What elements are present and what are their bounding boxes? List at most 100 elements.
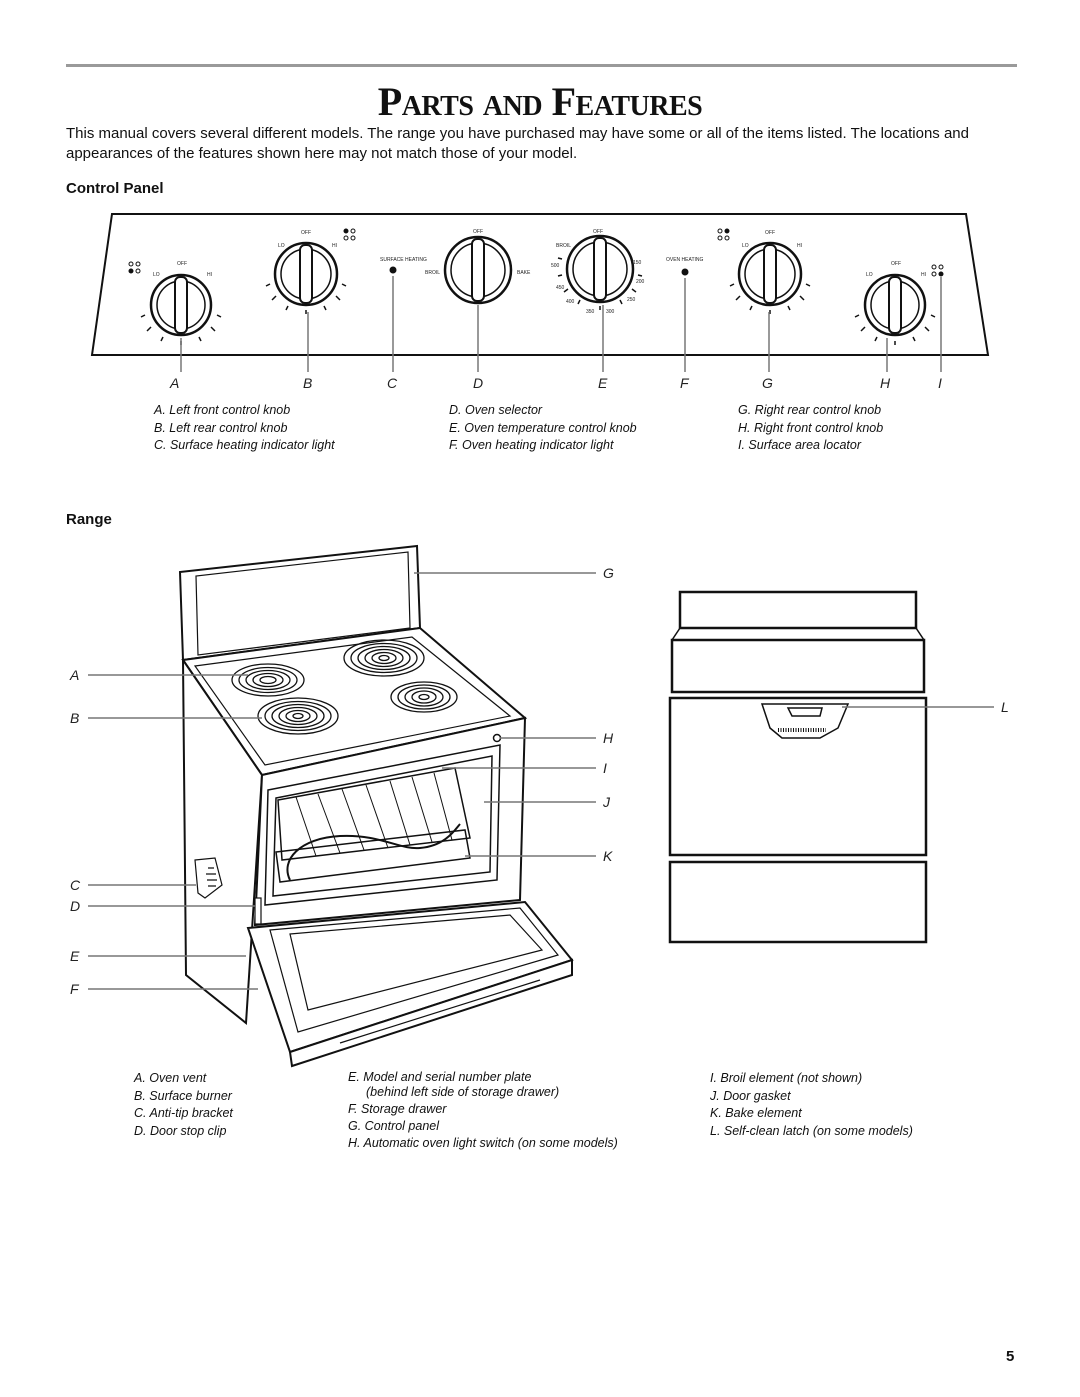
door-stop-clip: [254, 897, 262, 925]
caption-c: C. Surface heating indicator light: [154, 438, 335, 452]
caption-a: A. Left front control knob: [154, 403, 291, 417]
caption-f: F. Oven heating indicator light: [449, 438, 614, 452]
dial-lo-b: LO: [278, 243, 285, 249]
r-letter-f: F: [70, 981, 80, 997]
intro-paragraph: This manual covers several different mod…: [66, 125, 969, 162]
oven-cavity: [264, 744, 501, 906]
range-front-view: [668, 590, 928, 944]
range-captions-col1: A. Oven vent B. Surface burner C. Anti-t…: [134, 1070, 233, 1140]
caption-broil-element: I. Broil element (not shown): [710, 1071, 863, 1085]
self-clean-latch: [760, 703, 850, 739]
caption-g: G. Right rear control knob: [738, 403, 882, 417]
caption-b: B. Left rear control knob: [154, 420, 288, 435]
surface-burners: [231, 639, 458, 735]
temp-400: 400: [566, 299, 575, 305]
control-panel-heading: Control Panel: [66, 180, 164, 197]
cp-letter-a: A: [169, 375, 179, 391]
caption-door-stop: D. Door stop clip: [134, 1123, 227, 1138]
cp-letter-f: F: [680, 375, 690, 391]
caption-storage-drawer: F. Storage drawer: [348, 1102, 447, 1116]
range-heading: Range: [66, 511, 112, 528]
caption-h: H. Right front control knob: [738, 420, 884, 435]
range-body: [178, 544, 528, 1025]
r-letter-l: L: [1001, 699, 1009, 715]
knob-left-rear: [273, 241, 339, 307]
cp-letter-b: B: [303, 375, 312, 391]
r-letter-k: K: [603, 848, 613, 864]
knob-oven-selector: [443, 235, 513, 305]
cp-letter-d: D: [473, 375, 483, 391]
anti-tip-bracket: [194, 857, 223, 899]
dial-off-a: OFF: [177, 261, 187, 267]
dial-broil-d: BROIL: [425, 270, 440, 276]
cp-captions-col1: A. Left front control knob B. Left rear …: [154, 402, 335, 455]
dial-bake-d: BAKE: [517, 270, 531, 276]
cp-letter-c: C: [387, 375, 398, 391]
r-letter-g: G: [603, 565, 614, 581]
caption-anti-tip: C. Anti-tip bracket: [134, 1106, 233, 1120]
caption-surface-burner: B. Surface burner: [134, 1088, 232, 1103]
caption-oven-vent: A. Oven vent: [134, 1071, 207, 1085]
knob-oven-temp: [565, 234, 635, 304]
cp-letter-h: H: [880, 375, 891, 391]
dial-off-b: OFF: [301, 230, 311, 236]
cp-captions-col2: D. Oven selector E. Oven temperature con…: [449, 402, 637, 455]
knob-right-rear: [737, 241, 803, 307]
r-letter-a: A: [69, 667, 79, 683]
caption-door-gasket: J. Door gasket: [710, 1088, 791, 1103]
surface-heating-label: SURFACE HEATING: [380, 257, 427, 263]
caption-self-clean-latch: L. Self-clean latch (on some models): [710, 1123, 913, 1138]
cp-letter-g: G: [762, 375, 773, 391]
r-letter-e: E: [70, 948, 80, 964]
temp-350: 350: [586, 309, 595, 315]
surface-locator-icons: [128, 228, 944, 277]
caption-e: E. Oven temperature control knob: [449, 420, 637, 435]
knobs: [149, 234, 927, 337]
cp-letter-e: E: [598, 375, 608, 391]
dial-ticks: [140, 257, 936, 345]
r-letter-b: B: [70, 710, 79, 726]
knob-left-front: [149, 273, 213, 337]
oven-light-switch: [492, 733, 502, 743]
temp-500: 500: [551, 263, 560, 269]
range-captions-col2: E. Model and serial number plate (behind…: [348, 1070, 618, 1153]
surface-heating-light: [389, 266, 397, 274]
top-rule: [66, 64, 1017, 67]
dial-lo-a: LO: [153, 272, 160, 278]
cp-letter-i: I: [938, 375, 942, 391]
r-letter-c: C: [70, 877, 81, 893]
dial-hi-h: HI: [921, 272, 926, 278]
dial-hi-a: HI: [207, 272, 212, 278]
dial-off-e: OFF: [593, 229, 603, 235]
cp-captions-col3: G. Right rear control knob H. Right fron…: [738, 402, 883, 455]
temp-200: 200: [636, 279, 645, 285]
range-captions-col3: I. Broil element (not shown) J. Door gas…: [710, 1070, 913, 1140]
r-letter-j: J: [602, 794, 611, 810]
temp-450: 450: [556, 285, 565, 291]
control-panel-body: [90, 213, 990, 356]
temp-250: 250: [627, 297, 636, 303]
dial-lo-h: LO: [866, 272, 873, 278]
r-letter-i: I: [603, 760, 607, 776]
caption-model-plate-note: (behind left side of storage drawer): [366, 1085, 560, 1099]
page-title: Parts and Features: [377, 79, 703, 124]
temp-150: 150: [633, 260, 642, 266]
knob-right-front: [863, 273, 927, 337]
caption-bake-element: K. Bake element: [710, 1106, 802, 1120]
caption-oven-light-switch: H. Automatic oven light switch (on some …: [348, 1136, 618, 1150]
dial-off-h: OFF: [891, 261, 901, 267]
temp-300: 300: [606, 309, 615, 315]
page-number: 5: [1006, 1348, 1015, 1365]
dial-hi-g: HI: [797, 243, 802, 249]
oven-door: [246, 900, 574, 1068]
control-panel-callouts: [180, 276, 942, 372]
r-letter-h: H: [603, 730, 614, 746]
dial-off-d: OFF: [473, 229, 483, 235]
dial-broil-e: BROIL: [556, 243, 571, 249]
r-letter-d: D: [70, 898, 80, 914]
caption-model-plate: E. Model and serial number plate: [348, 1070, 532, 1084]
oven-heating-light: [681, 268, 689, 276]
oven-heating-label: OVEN HEATING: [666, 257, 704, 263]
